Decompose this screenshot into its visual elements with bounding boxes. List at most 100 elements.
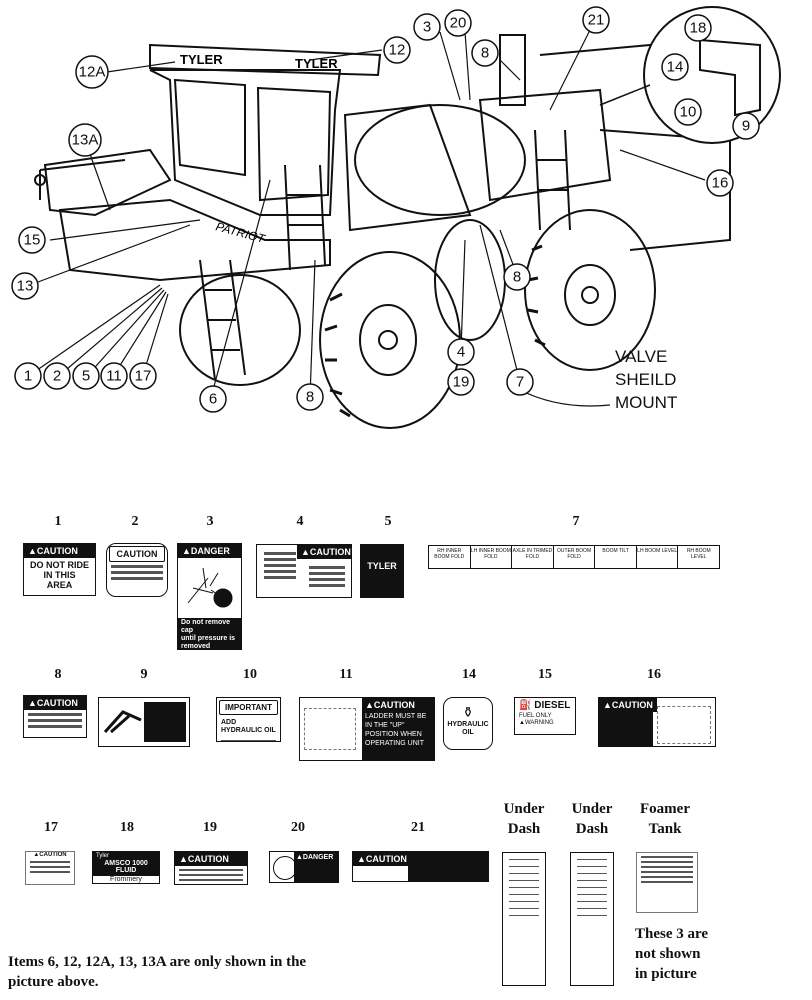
decal-19: ▲CAUTION xyxy=(174,851,248,885)
part-label-1: 1 xyxy=(54,514,62,529)
decal-4: ▲CAUTION xyxy=(256,544,352,598)
leader-lines xyxy=(29,29,706,407)
decal-10: IMPORTANT ADD HYDRAULIC OIL xyxy=(216,697,281,742)
valve-label-line2: SHEILD xyxy=(615,370,676,389)
callout-text-19: 19 xyxy=(453,374,470,391)
callout-7 xyxy=(506,368,534,396)
callout-text-9: 9 xyxy=(742,118,750,135)
wheel-front-left xyxy=(179,274,301,386)
callout-text-1: 1 xyxy=(24,368,32,385)
part-label-8: 8 xyxy=(54,667,62,682)
decal-9 xyxy=(98,697,190,747)
callout-text-21: 21 xyxy=(588,12,605,29)
part-label-7: 7 xyxy=(572,514,580,529)
callout-text-14: 14 xyxy=(667,59,684,76)
callout-text-4: 4 xyxy=(457,344,465,361)
callout-3 xyxy=(413,13,441,41)
part-label-19: 19 xyxy=(203,820,217,835)
callout-text-7: 7 xyxy=(516,374,524,391)
decal-under-dash-1 xyxy=(502,852,546,986)
sprayer-illustration: TYLER TYLER PATRIOT xyxy=(11,6,781,429)
callout-16 xyxy=(706,169,734,197)
oil-can-icon: ⚱ xyxy=(462,704,474,720)
callout-text-8a: 8 xyxy=(481,45,489,62)
part-label-20: 20 xyxy=(291,820,305,835)
callout-2 xyxy=(43,362,71,390)
callout-text-12A: 12A xyxy=(79,64,106,81)
rear-frame xyxy=(539,43,656,101)
callout-9 xyxy=(732,112,760,140)
cab-roof xyxy=(149,43,382,77)
cab-window-right xyxy=(256,86,332,202)
callout-text-3: 3 xyxy=(423,19,431,36)
callout-17 xyxy=(129,362,157,390)
decal-under-dash-2 xyxy=(570,852,614,986)
callout-text-8b: 8 xyxy=(513,269,521,286)
wheel-rear-right xyxy=(524,209,656,371)
decal-21: ▲CAUTION xyxy=(352,851,489,882)
callout-text-2: 2 xyxy=(53,368,61,385)
decal-15: ⛽ DIESEL FUEL ONLY▲WARNING xyxy=(514,697,576,735)
part-label-9: 9 xyxy=(140,667,148,682)
callout-text-17: 17 xyxy=(135,368,152,385)
callout-5 xyxy=(72,362,100,390)
callout-8c xyxy=(296,383,324,411)
callout-20 xyxy=(444,9,472,37)
callout-13 xyxy=(11,272,39,300)
roof-brand-right: TYLER xyxy=(295,56,338,71)
callout-text-15: 15 xyxy=(24,232,41,249)
callout-text-8c: 8 xyxy=(306,389,314,406)
decal-5: TYLER xyxy=(360,544,404,598)
wheel-front-right xyxy=(319,251,461,429)
callout-18 xyxy=(684,14,712,42)
part-label-18: 18 xyxy=(120,820,134,835)
decal-16: ▲CAUTION xyxy=(598,697,716,747)
callout-text-16: 16 xyxy=(712,175,729,192)
part-label-4: 4 xyxy=(296,514,304,529)
cab-window-left xyxy=(173,78,246,177)
callout-1 xyxy=(14,362,42,390)
callout-13A xyxy=(68,123,102,157)
callout-4 xyxy=(447,338,475,366)
cab-brand-text: PATRIOT xyxy=(214,219,268,246)
mirror-arm xyxy=(39,159,126,171)
callout-12 xyxy=(383,36,411,64)
callout-text-13A: 13A xyxy=(72,132,99,149)
ladder-pictogram xyxy=(304,708,356,750)
exhaust-stack xyxy=(499,34,526,106)
decal-17: ▲CAUTION xyxy=(25,851,75,885)
callout-text-5: 5 xyxy=(82,368,90,385)
decal-7: RH INNER BOOM FOLD LH INNER BOOM FOLD AX… xyxy=(428,545,720,569)
part-label-11: 11 xyxy=(339,667,353,682)
part-label-3: 3 xyxy=(206,514,214,529)
callout-8b xyxy=(503,263,531,291)
part-label-10: 10 xyxy=(243,667,257,682)
front-frame xyxy=(58,198,331,282)
ladder-left xyxy=(199,259,246,381)
decal-7-cell-6: LH BOOM LEVEL xyxy=(637,546,679,568)
decal-7-cell-2: LH INNER BOOM FOLD xyxy=(471,546,513,568)
callout-text-18: 18 xyxy=(690,20,707,37)
part-label-15: 15 xyxy=(538,667,552,682)
hood xyxy=(43,148,172,217)
callout-19 xyxy=(447,368,475,396)
callout-text-20: 20 xyxy=(450,15,467,32)
cab-body xyxy=(149,69,342,216)
decal-7-cell-5: BOOM TILT xyxy=(595,546,637,568)
callout-15 xyxy=(18,226,46,254)
decal-foamer-tank xyxy=(636,852,698,913)
callout-10 xyxy=(674,98,702,126)
callout-11 xyxy=(100,362,128,390)
valve-label-line1: VALVE xyxy=(615,347,667,366)
callout-8a xyxy=(471,39,499,67)
part-label-21: 21 xyxy=(411,820,425,835)
ladder-rear xyxy=(534,129,571,231)
callout-14 xyxy=(661,53,689,81)
callout-21 xyxy=(582,6,610,34)
